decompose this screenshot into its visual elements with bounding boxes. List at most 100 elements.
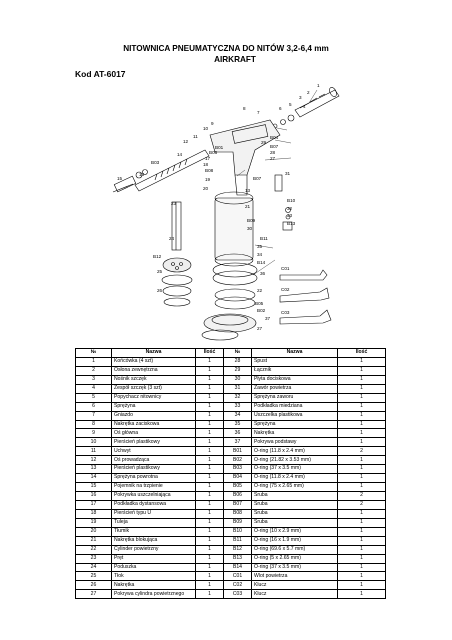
part-quantity: 1 (337, 365, 386, 376)
part-quantity: 1 (337, 535, 386, 546)
part-quantity: 1 (337, 571, 386, 582)
part-quantity: 1 (337, 419, 386, 430)
part-quantity: 1 (195, 553, 224, 564)
svg-text:12: 12 (183, 139, 189, 144)
part-number: B08 (223, 508, 252, 519)
part-name: Sprężyna (251, 419, 338, 430)
part-name: Pokrywa cylindra powietrznego (111, 589, 196, 600)
svg-text:B01: B01 (215, 145, 224, 150)
part-number: B02 (223, 455, 252, 466)
svg-text:31: 31 (285, 171, 291, 176)
part-quantity: 1 (337, 473, 386, 484)
part-number: 17 (75, 499, 112, 510)
svg-text:B13: B13 (287, 221, 296, 226)
part-number: 36 (223, 428, 252, 439)
svg-text:27: 27 (270, 156, 276, 161)
part-name: Podkładka dystansowa (111, 499, 196, 510)
part-quantity: 1 (195, 383, 224, 394)
part-name: Pokrywa podstawy (251, 437, 338, 448)
svg-text:8: 8 (243, 106, 246, 111)
part-name: O-ring (37 x 3.5 mm) (251, 562, 338, 573)
svg-text:15: 15 (117, 176, 123, 181)
part-quantity: 1 (195, 356, 224, 367)
part-name: Śruba (251, 508, 338, 519)
part-name: Poduszka (111, 562, 196, 573)
part-number: 23 (75, 553, 112, 564)
part-quantity: 1 (195, 455, 224, 466)
part-name: Nośnik szczęk (111, 374, 196, 385)
part-quantity: 1 (195, 580, 224, 591)
svg-text:37: 37 (265, 316, 271, 321)
svg-text:22: 22 (257, 288, 263, 293)
part-quantity: 1 (195, 499, 224, 510)
part-quantity: 1 (337, 544, 386, 555)
part-quantity: 1 (195, 419, 224, 430)
part-number: B11 (223, 535, 252, 546)
svg-text:24: 24 (169, 236, 175, 241)
part-name: O-ring (21.82 x 3.53 mm) (251, 455, 338, 466)
part-quantity: 1 (195, 437, 224, 448)
part-quantity: 1 (337, 526, 386, 537)
svg-text:34: 34 (257, 252, 263, 257)
svg-text:36: 36 (260, 271, 266, 276)
part-quantity: 1 (337, 428, 386, 439)
part-name: O-ring (37 x 3.5 mm) (251, 464, 338, 475)
part-number: B13 (223, 553, 252, 564)
part-number: 33 (223, 401, 252, 412)
part-number: C03 (223, 589, 252, 600)
part-name: Tłok (111, 571, 196, 582)
svg-text:17: 17 (205, 156, 211, 161)
part-name: Płyta dociskowa (251, 374, 338, 385)
part-quantity: 1 (337, 553, 386, 564)
part-number: 10 (75, 437, 112, 448)
header-quantity-1: Ilość (195, 348, 224, 358)
part-number: 14 (75, 473, 112, 484)
part-number: 24 (75, 562, 112, 573)
part-number: 25 (75, 571, 112, 582)
part-name: Podkładka miedziana (251, 401, 338, 412)
part-quantity: 1 (195, 508, 224, 519)
part-quantity: 1 (195, 535, 224, 546)
part-name: O-ring (10 x 2.9 mm) (251, 526, 338, 537)
part-name: O-ring (5 x 2.65 mm) (251, 553, 338, 564)
part-number: B14 (223, 562, 252, 573)
part-number: B01 (223, 446, 252, 457)
part-number: 11 (75, 446, 112, 457)
part-number: 6 (75, 401, 112, 412)
part-quantity: 2 (337, 499, 386, 510)
svg-text:B10: B10 (287, 198, 296, 203)
svg-text:5: 5 (289, 102, 292, 107)
part-name: O-ring (69.6 x 5.7 mm) (251, 544, 338, 555)
part-number: 15 (75, 482, 112, 492)
part-name: Pojemnik na trzpienie (111, 482, 196, 492)
part-name: Tłumik (111, 526, 196, 537)
svg-text:B12: B12 (153, 254, 162, 259)
svg-text:B07: B07 (253, 176, 262, 181)
svg-text:13: 13 (245, 188, 251, 193)
table-header-row: № Nazwa Ilość № Nazwa Ilość (75, 348, 386, 358)
svg-text:33: 33 (287, 213, 293, 218)
part-quantity: 1 (195, 517, 224, 528)
part-quantity: 1 (195, 401, 224, 412)
brand-name: AIRKRAFT (214, 55, 256, 64)
svg-text:C01: C01 (281, 266, 290, 271)
part-number: 34 (223, 410, 252, 421)
svg-text:23: 23 (171, 201, 177, 206)
part-number: 3 (75, 374, 112, 385)
part-name: Oś główna (111, 428, 196, 439)
part-number: 19 (75, 517, 112, 528)
svg-text:2: 2 (307, 90, 310, 95)
part-quantity: 1 (337, 562, 386, 573)
